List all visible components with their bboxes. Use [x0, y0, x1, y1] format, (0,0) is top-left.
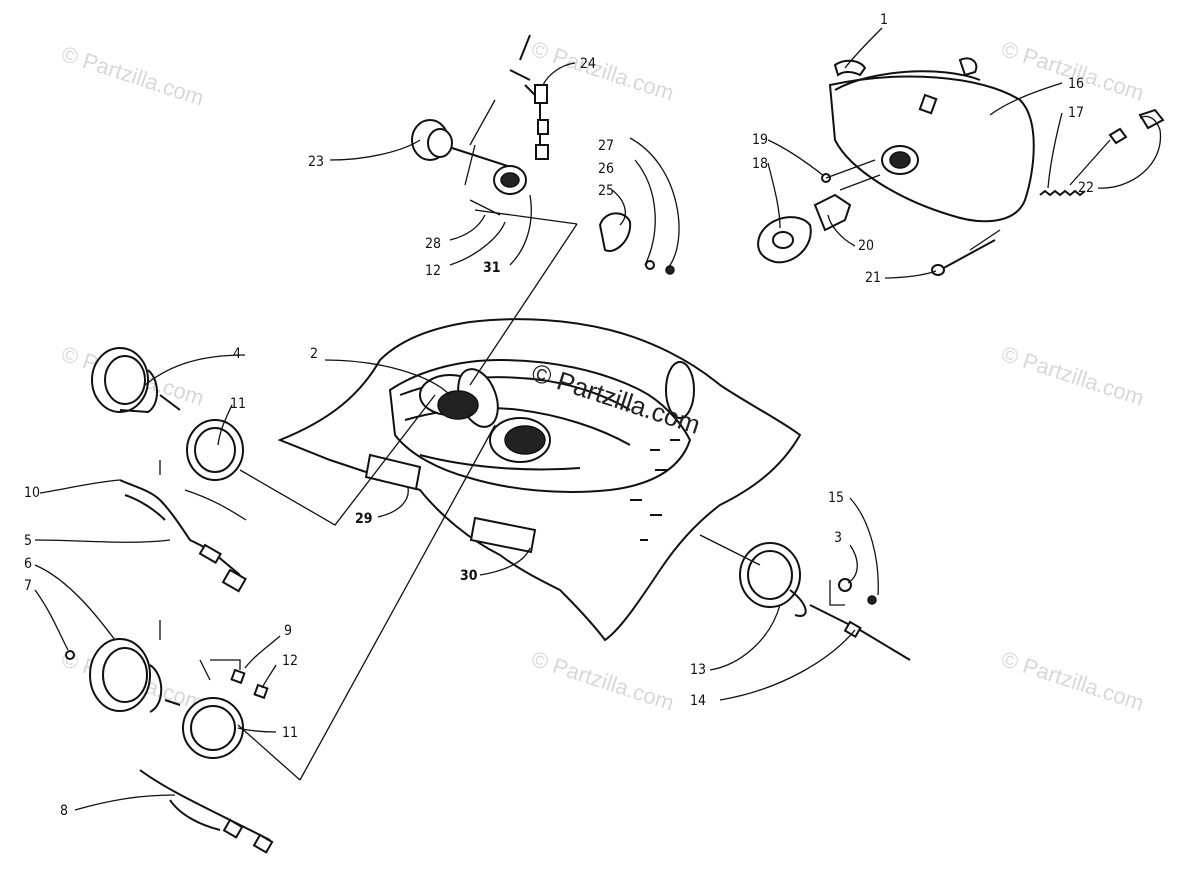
callout-28[interactable]: 28 — [425, 236, 441, 252]
callout-17[interactable]: 17 — [1068, 105, 1084, 121]
watermark-text: © Partzilla.com — [528, 36, 677, 106]
bulb-20 — [813, 193, 852, 232]
callout-22[interactable]: 22 — [1078, 180, 1094, 196]
callout-1[interactable]: 1 — [880, 12, 888, 28]
cable-14 — [809, 604, 911, 661]
callout-25[interactable]: 25 — [598, 183, 614, 199]
callout-13[interactable]: 13 — [690, 662, 706, 678]
callout-3[interactable]: 3 — [834, 530, 842, 546]
callout-11-lower[interactable]: 11 — [282, 725, 298, 741]
left-gauge-6 — [65, 638, 269, 759]
gauge-23-assembly — [411, 34, 675, 275]
explosion-lines — [159, 99, 1001, 781]
callout-16[interactable]: 16 — [1068, 76, 1084, 92]
callout-23[interactable]: 23 — [308, 154, 324, 170]
callout-7[interactable]: 7 — [24, 578, 32, 594]
callout-15[interactable]: 15 — [828, 490, 844, 506]
watermark-text: © Partzilla.com — [528, 646, 677, 716]
harness-5-10 — [119, 479, 247, 593]
bracket-25 — [598, 212, 632, 252]
callout-labels: 1 2 3 4 5 6 7 8 9 10 11 11 12 12 13 14 1… — [24, 12, 1094, 819]
harness-8 — [139, 769, 274, 854]
decal-29-shape — [364, 453, 422, 491]
callout-18[interactable]: 18 — [752, 156, 768, 172]
callout-9[interactable]: 9 — [284, 623, 292, 639]
watermark-text: © Partzilla.com — [998, 36, 1147, 106]
headlight-assembly — [757, 57, 1165, 276]
washer-3 — [838, 578, 852, 592]
headlight-opening — [665, 361, 695, 419]
callout-10[interactable]: 10 — [24, 485, 40, 501]
left-gauge-4 — [91, 347, 244, 481]
callout-30[interactable]: 30 — [460, 568, 478, 584]
callout-11-upper[interactable]: 11 — [230, 396, 246, 412]
callout-8[interactable]: 8 — [60, 803, 68, 819]
callout-6[interactable]: 6 — [24, 556, 32, 572]
callout-12-upper[interactable]: 12 — [425, 263, 441, 279]
dash-console — [277, 318, 802, 642]
callout-20[interactable]: 20 — [858, 238, 874, 254]
callout-2[interactable]: 2 — [310, 346, 318, 362]
callout-14[interactable]: 14 — [690, 693, 706, 709]
watermark-text: © Partzilla.com — [998, 646, 1147, 716]
callout-19[interactable]: 19 — [752, 132, 768, 148]
callout-26[interactable]: 26 — [598, 161, 614, 177]
callout-29[interactable]: 29 — [355, 511, 373, 527]
callout-21[interactable]: 21 — [865, 270, 881, 286]
callout-24[interactable]: 24 — [580, 56, 596, 72]
decal-30-shape — [469, 516, 537, 554]
watermark-text: © Partzilla.com — [998, 341, 1147, 411]
nut-7 — [65, 650, 75, 660]
callout-4[interactable]: 4 — [233, 346, 241, 362]
wire-connector-24 — [534, 84, 548, 104]
watermark-text: © Partzilla.com — [58, 41, 207, 111]
callout-31[interactable]: 31 — [483, 260, 501, 276]
callout-5[interactable]: 5 — [24, 533, 32, 549]
leader-lines — [34, 27, 1162, 811]
part-1-clip — [833, 59, 867, 77]
nut-15 — [867, 595, 877, 605]
right-gauge-13 — [739, 542, 911, 661]
callout-27[interactable]: 27 — [598, 138, 614, 154]
callout-12-lower[interactable]: 12 — [282, 653, 298, 669]
